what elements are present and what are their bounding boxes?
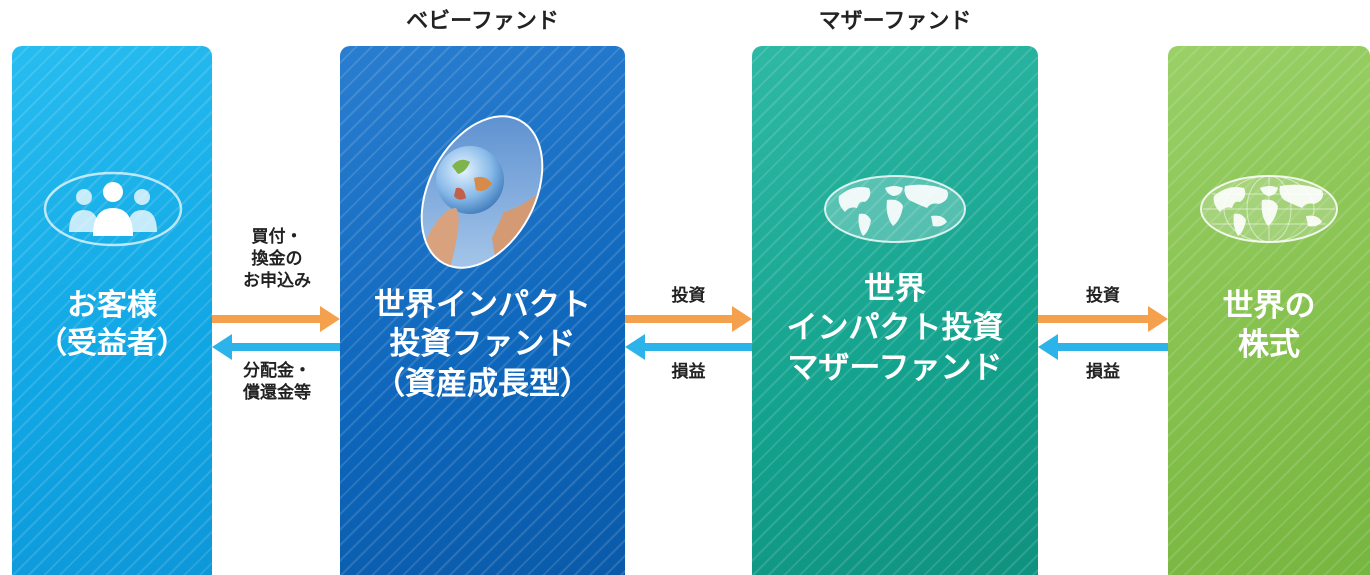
world-map-icon: [824, 175, 966, 243]
distribution-label: 分配金・ 償還金等: [243, 361, 311, 403]
mother-fund-header: マザーファンド: [818, 9, 972, 34]
world-stocks-title: 世界の 株式: [1222, 288, 1316, 364]
people-group-icon: [43, 171, 183, 247]
return-label-2: 損益: [1086, 362, 1120, 382]
return-label-1: 損益: [671, 362, 706, 382]
investment-arrow-1: [625, 306, 752, 332]
world-stocks-panel: 世界の 株式: [1168, 46, 1370, 575]
globe-in-hands-photo: [408, 108, 556, 276]
return-arrow-1: [625, 334, 752, 360]
baby-fund-title: 世界インパクト 投資ファンド （資産成長型）: [374, 287, 591, 402]
distribution-arrow: [212, 334, 340, 360]
investment-label-2: 投資: [1086, 286, 1120, 306]
return-arrow-2: [1038, 334, 1168, 360]
subscription-arrow: [212, 306, 340, 332]
customer-panel: お客様 （受益者）: [12, 46, 212, 575]
investment-label-1: 投資: [671, 286, 706, 306]
world-grid-map-icon: [1200, 175, 1338, 243]
baby-fund-panel: 世界インパクト 投資ファンド （資産成長型）: [340, 46, 625, 575]
subscription-label: 買付・ 換金の お申込み: [243, 227, 311, 291]
investment-arrow-2: [1038, 306, 1168, 332]
customer-title: お客様 （受益者）: [37, 288, 187, 362]
baby-fund-header: ベビーファンド: [406, 9, 559, 34]
mother-fund-title: 世界 インパクト投資 マザーファンド: [786, 271, 1004, 386]
mother-fund-panel: 世界 インパクト投資 マザーファンド: [752, 46, 1038, 575]
